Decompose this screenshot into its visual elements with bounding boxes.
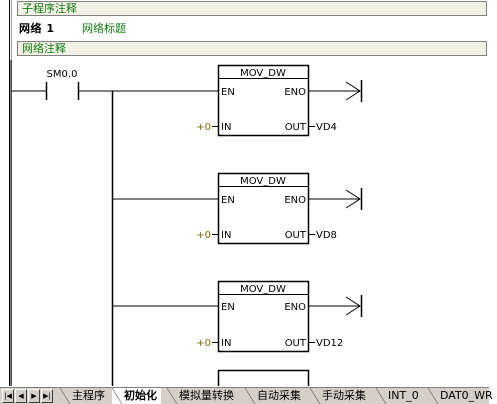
ladder-diagram: SM0.0 MOV_DW EN ENO IN OUT +0 VD4 MOV_DW… [10, 60, 363, 386]
box-name: MOV_DW [240, 68, 286, 79]
box-name: MOV_DW [240, 284, 286, 295]
out-value[interactable]: VD12 [316, 338, 343, 349]
last-icon[interactable]: ▶| [41, 389, 53, 403]
tab-analog-conversion[interactable]: 模拟量转换 [167, 388, 238, 404]
tab-dat0-wr[interactable]: DAT0_WR [428, 388, 497, 404]
contact-sm0-0[interactable]: SM0.0 [45, 69, 80, 100]
eno-label: ENO [284, 87, 306, 98]
box-name: MOV_DW [240, 176, 286, 187]
contact-address: SM0.0 [47, 69, 78, 80]
first-icon[interactable]: |◀ [2, 389, 14, 403]
in-label: IN [221, 338, 231, 349]
in-value[interactable]: +0 [196, 230, 211, 241]
network-comment[interactable]: 网络注释 [17, 41, 487, 56]
network-title[interactable]: 网络标题 [81, 22, 126, 35]
prev-icon[interactable]: ◀ [15, 389, 27, 403]
in-label: IN [221, 230, 231, 241]
in-value[interactable]: +0 [196, 338, 211, 349]
eno-label: ENO [284, 195, 306, 206]
tab-main-program[interactable]: 主程序 [60, 388, 109, 404]
out-value[interactable]: VD8 [316, 230, 337, 241]
mov-dw-box-3[interactable]: MOV_DW EN ENO IN OUT +0 VD12 [112, 280, 363, 353]
network-header: 网络 1 网络标题 [19, 22, 126, 36]
network-label: 网络 1 [19, 22, 55, 35]
tab-manual-collect[interactable]: 手动采集 [310, 388, 370, 404]
mov-dw-box-1[interactable]: MOV_DW EN ENO IN OUT +0 VD4 [112, 64, 363, 137]
en-label: EN [221, 302, 235, 313]
in-value[interactable]: +0 [196, 122, 211, 133]
tab-int-0[interactable]: INT_0 [376, 388, 423, 404]
out-label: OUT [285, 338, 307, 349]
tab-initialize[interactable]: 初始化 [112, 388, 161, 404]
en-label: EN [221, 87, 235, 98]
out-label: OUT [285, 230, 307, 241]
mov-dw-box-2[interactable]: MOV_DW EN ENO IN OUT +0 VD8 [112, 172, 363, 245]
next-icon[interactable]: ▶ [28, 389, 40, 403]
in-label: IN [221, 122, 231, 133]
out-value[interactable]: VD4 [316, 122, 337, 133]
tab-auto-collect[interactable]: 自动采集 [245, 388, 305, 404]
subroutine-comment[interactable]: 子程序注释 [17, 1, 487, 16]
en-label: EN [221, 195, 235, 206]
program-tab-bar: |◀ ◀ ▶ ▶| 主程序 初始化 模拟量转换 自动采集 手动采集 INT_0 … [0, 387, 493, 404]
out-label: OUT [285, 122, 307, 133]
eno-label: ENO [284, 302, 306, 313]
